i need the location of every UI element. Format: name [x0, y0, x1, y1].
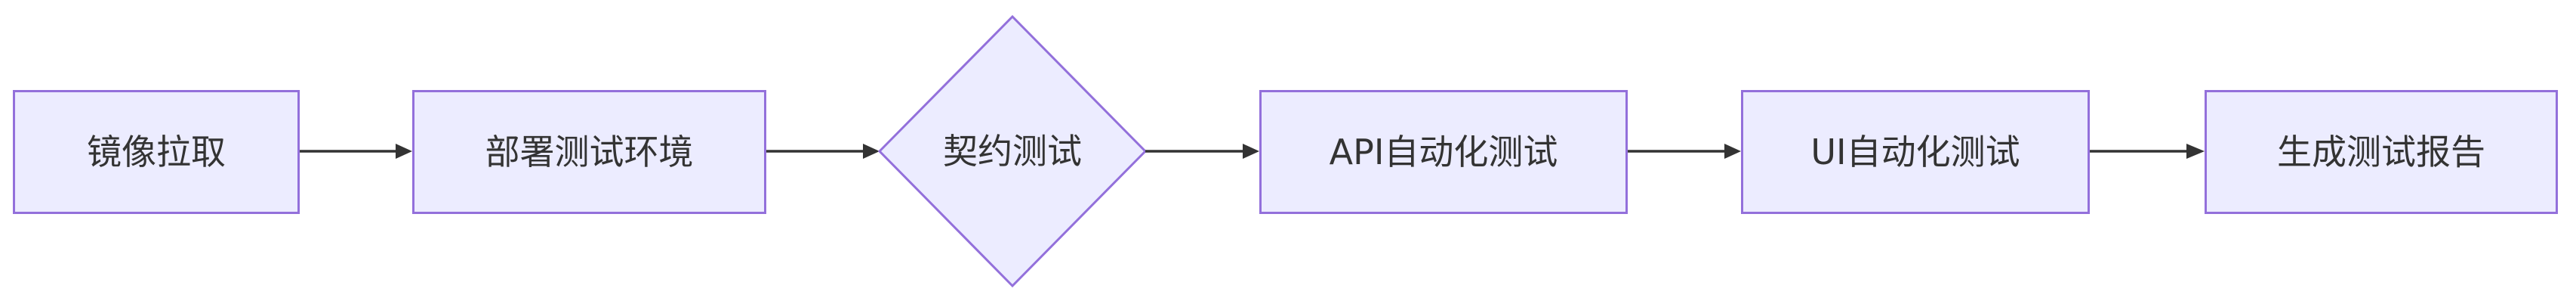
arrowhead-icon: [1724, 144, 1741, 159]
arrowhead-icon: [2186, 144, 2205, 159]
node-deploy-test-environment: 部署测试环境: [412, 90, 766, 214]
node-ui-automation-test: UI自动化测试: [1741, 90, 2090, 214]
edge-deploy-to-contract-test: [766, 144, 880, 159]
edge-api-to-ui: [1628, 144, 1741, 159]
node-label: UI自动化测试: [1810, 132, 2020, 172]
node-label: 契约测试: [943, 131, 1082, 172]
node-image-pull: 镜像拉取: [13, 90, 300, 214]
node-api-automation-test: API自动化测试: [1259, 90, 1628, 214]
edge-ui-to-report: [2090, 144, 2205, 159]
arrowhead-icon: [396, 144, 412, 159]
arrowhead-icon: [863, 144, 880, 159]
node-contract-test-label-wrap: 契约测试: [899, 129, 1126, 174]
node-label: 镜像拉取: [87, 132, 226, 172]
node-label: 生成测试报告: [2277, 132, 2485, 172]
arrowhead-icon: [1243, 144, 1259, 159]
edge-image-pull-to-deploy: [300, 144, 412, 159]
edge-contract-test-to-api: [1145, 144, 1259, 159]
node-generate-test-report: 生成测试报告: [2205, 90, 2558, 214]
node-label: 部署测试环境: [485, 132, 694, 172]
node-label: API自动化测试: [1329, 132, 1558, 172]
